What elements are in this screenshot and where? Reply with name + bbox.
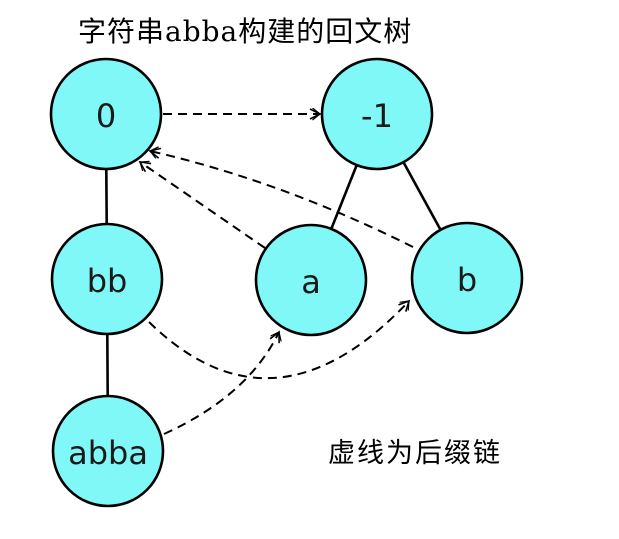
suffix-link-b-root0 (150, 151, 414, 248)
node-circle-abba (51, 394, 165, 508)
node-circle-root0 (49, 57, 163, 171)
tree-edge-rootm1-a (330, 164, 358, 230)
node-circle-rootm1 (320, 57, 434, 171)
node-label-a: a (301, 263, 321, 301)
node-label-abba: abba (68, 434, 148, 472)
suffix-link-a-root0 (140, 162, 266, 249)
node-b: b (410, 221, 524, 335)
node-circle-bb (50, 222, 164, 336)
node-label-root0: 0 (96, 97, 116, 135)
node-circle-b (410, 221, 524, 335)
suffix-link-bb-b (148, 301, 409, 380)
node-root0: 0 (49, 57, 163, 171)
node-circle-a (254, 223, 368, 337)
node-bb: bb (50, 222, 164, 336)
node-label-rootm1: -1 (361, 97, 393, 135)
tree-edge-rootm1-b (402, 161, 442, 231)
suffix-link-note: 虚线为后缀链 (328, 438, 502, 469)
node-label-b: b (457, 261, 477, 299)
suffix-link-abba-a (163, 332, 279, 435)
node-rootm1: -1 (320, 57, 434, 171)
node-label-bb: bb (87, 262, 128, 300)
diagram-title: 字符串abba构建的回文树 (78, 15, 413, 48)
node-abba: abba (51, 394, 165, 508)
node-a: a (254, 223, 368, 337)
